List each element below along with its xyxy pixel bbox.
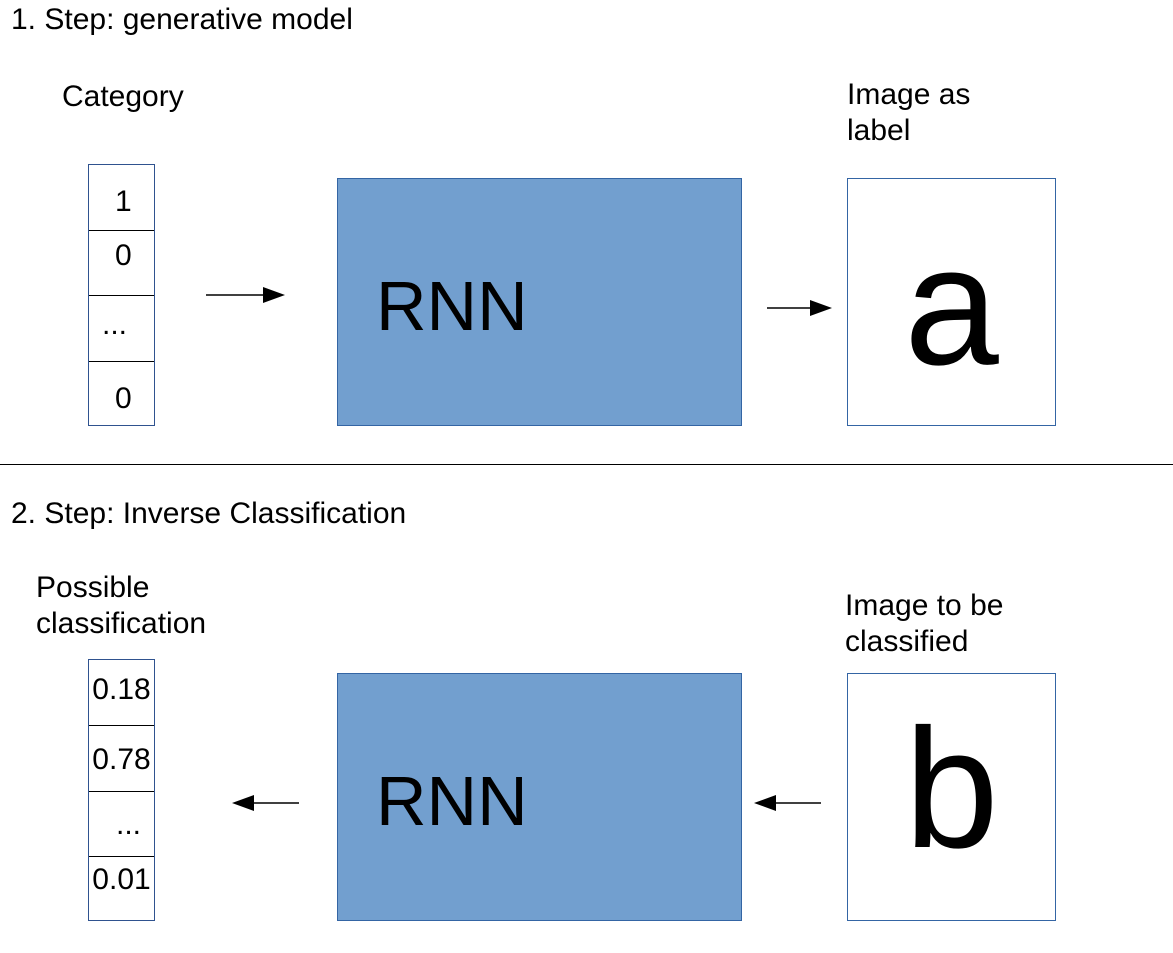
step2-title: 2. Step: Inverse Classification [11,497,407,530]
right-arrow-icon [206,287,285,303]
category-label: Category [62,80,184,113]
input-image-label-line1: Image to be [845,589,1004,622]
left-arrow-icon [232,795,299,811]
rnn-block-inverse: RNN [337,673,742,921]
input-image-label: Image to be classified [845,588,1003,660]
classification-label: Possible classification [36,570,206,642]
output-image-box: a [847,178,1056,426]
classification-label-line2: classification [36,607,207,640]
step1-title: 1. Step: generative model [11,3,353,36]
rnn-label: RNN [376,762,528,840]
rnn-block-generative: RNN [337,178,742,426]
right-arrow-icon [767,300,832,316]
rnn-label: RNN [376,267,528,345]
left-arrow-icon [754,795,821,811]
vector-cell: 0.01 [89,856,154,895]
classification-label-line1: Possible [36,571,150,604]
output-image-label-line1: Image as [847,78,971,111]
vector-cell: ... [89,295,154,340]
vector-cell: 0 [89,361,154,414]
output-image-label: Image as label [847,77,970,149]
vector-cell: 0 [89,230,154,271]
vector-cell: 1 [115,185,132,218]
input-image-label-line2: classified [845,625,969,658]
output-glyph: a [904,211,999,401]
vector-cell: 0.18 [92,673,151,706]
input-glyph: b [904,694,999,884]
category-vector: 1 0 ... 0 [88,164,155,426]
vector-cell: ... [89,791,154,840]
input-image-box: b [847,673,1056,921]
vector-cell: 0.78 [89,725,154,775]
output-image-label-line2: label [847,114,911,147]
section-divider [0,464,1173,465]
classification-vector: 0.18 0.78 ... 0.01 [88,659,155,921]
